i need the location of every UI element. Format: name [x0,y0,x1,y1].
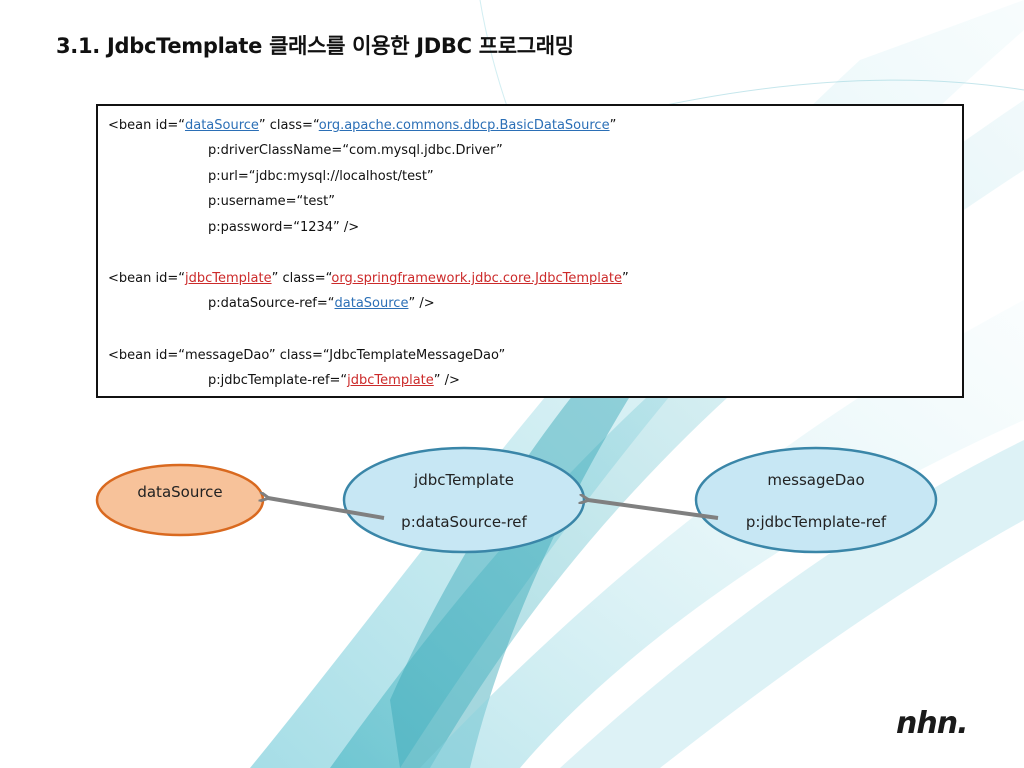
jdbctemplate-node [342,446,586,554]
code-text: ” /> [433,373,460,388]
basicdatasource-link[interactable]: org.apache.commons.dbcp.BasicDataSource [318,118,610,133]
nhn-logo: nhn. [896,706,968,741]
jdbctemplate-ref-label: p:dataSource-ref [401,513,527,531]
code-text: ” class=“ [271,271,332,286]
code-text: p:dataSource-ref=“ [208,296,335,311]
bean-jdbctemplate-line: <bean id=“jdbcTemplate” class=“org.sprin… [108,271,629,286]
code-text: <bean id=“ [108,271,185,286]
arrow-to-jdbctemplate [588,500,719,520]
bean-datasource-line: <bean id=“dataSource” class=“org.apache.… [108,118,616,133]
messagedao-ref-label: p:jdbcTemplate-ref [745,513,887,531]
jdbctemplate-label: jdbcTemplate [414,471,514,489]
messagedao-label: messageDao [767,471,865,489]
code-text: ” [609,118,617,133]
jdbctemplate-link[interactable]: jdbcTemplate [184,271,272,286]
page-title: 3.1. JdbcTemplate 클래스를 이용한 JDBC 프로그래밍 [56,34,574,58]
code-text: ” class=“ [258,118,319,133]
code-line: p:username=“test” [208,194,335,209]
code-text: ” /> [408,296,435,311]
code-block: <bean id=“dataSource” class=“org.apache.… [96,104,964,398]
code-line: p:driverClassName=“com.mysql.jdbc.Driver… [208,143,503,158]
code-text: <bean id=“ [108,118,185,133]
arrow-to-datasource [268,498,385,520]
messagedao-node [694,446,938,554]
datasource-label: dataSource [137,483,223,501]
datasource-link[interactable]: dataSource [184,118,259,133]
datasource-ref-line: p:dataSource-ref=“dataSource” /> [208,296,435,311]
code-line: p:url=“jdbc:mysql://localhost/test” [208,169,434,184]
datasource-ref-link[interactable]: dataSource [334,296,409,311]
code-text: p:jdbcTemplate-ref=“ [208,373,348,388]
jdbctemplate-ref-line: p:jdbcTemplate-ref=“jdbcTemplate” /> [208,373,460,388]
jdbctemplate-class-link[interactable]: org.springframework.jdbc.core.JdbcTempla… [331,271,622,286]
jdbctemplate-ref-link[interactable]: jdbcTemplate [347,373,434,388]
code-text: ” [621,271,629,286]
code-line: p:password=“1234” /> [208,220,360,235]
code-line: <bean id=“messageDao” class=“JdbcTemplat… [108,348,506,363]
